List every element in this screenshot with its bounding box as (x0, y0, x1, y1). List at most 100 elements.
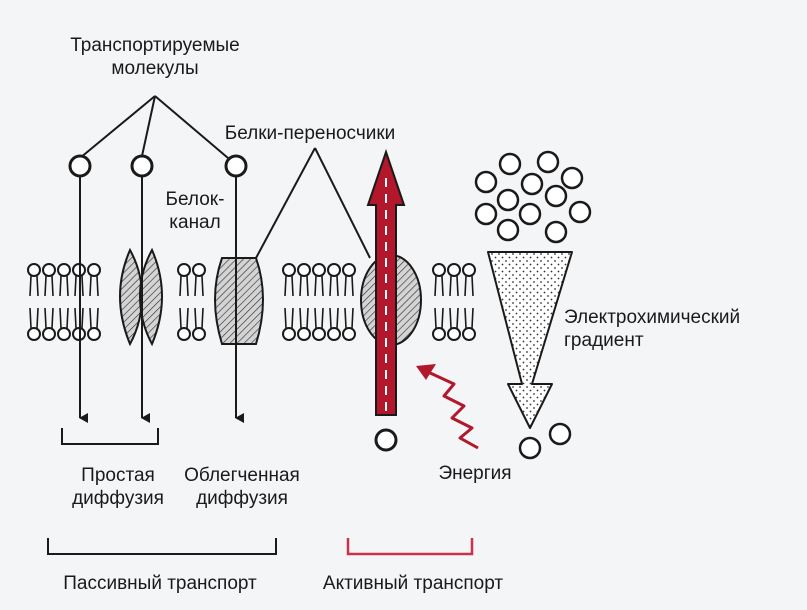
carrier-protein-facilitated (214, 257, 264, 345)
lipid-tail (81, 307, 84, 329)
molecule-pointer-lines (79, 95, 229, 159)
lipid-tail (456, 275, 459, 297)
lipid-head (462, 263, 476, 277)
lipid-head (312, 263, 326, 277)
lipid-tail (434, 307, 437, 329)
lipid-tail (81, 275, 84, 297)
lipid-tail (314, 307, 317, 329)
lipid-tail (336, 275, 339, 297)
lipid-tail (471, 275, 474, 297)
lipid-head (297, 263, 311, 277)
active-transport-bracket (346, 538, 474, 556)
lipid-tail (344, 275, 347, 297)
active-transport-arrow (366, 148, 406, 416)
lipid-head (447, 327, 461, 341)
lipid-tail (51, 307, 54, 329)
passive-transport-bracket (47, 538, 277, 555)
lipid-tail (329, 307, 332, 329)
gradient-funnel (487, 251, 573, 429)
molecule-simple (68, 154, 92, 178)
lipid-tail (321, 275, 324, 297)
lipid-tail (449, 307, 452, 329)
channel-protein-label: Белок- канал (165, 189, 225, 233)
facilitated-diffusion-label: Облегченная диффузия (184, 465, 300, 509)
lipid-tail (186, 307, 189, 329)
lipid-tail (66, 307, 69, 329)
lipid-tail (291, 307, 294, 329)
lipid-head (87, 263, 101, 277)
energy-label: Энергия (438, 463, 512, 484)
lipid-head (192, 327, 206, 341)
lipid-bilayer (27, 263, 476, 341)
lipid-head (57, 327, 71, 341)
lipid-tail (29, 307, 32, 329)
lipid-head (297, 327, 311, 341)
lipid-tail (44, 275, 47, 297)
simple-diffusion-bracket (61, 428, 159, 445)
simple-diffusion-label: Простая диффузия (72, 465, 164, 509)
lipid-head (327, 327, 341, 341)
energy-arrow (416, 364, 479, 450)
transported-molecules-label: Транспортируемые молекулы (70, 35, 240, 79)
lipid-tail (344, 307, 347, 329)
channel-protein (119, 247, 163, 347)
lipid-head (342, 263, 356, 277)
lipid-head (42, 327, 56, 341)
lipid-tail (89, 307, 92, 329)
molecule-cluster (474, 150, 592, 244)
molecule-active-transported (374, 428, 398, 452)
lipid-tail (59, 275, 62, 297)
lipid-head (327, 263, 341, 277)
lipid-tail (471, 307, 474, 329)
lipid-tail (179, 275, 182, 297)
lipid-tail (96, 275, 99, 297)
lipid-head (177, 263, 191, 277)
lipid-tail (194, 275, 197, 297)
lipid-tail (464, 275, 467, 297)
lipid-head (57, 263, 71, 277)
lipid-head (27, 327, 41, 341)
lipid-tail (351, 275, 354, 297)
lipid-tail (59, 307, 62, 329)
lipid-head (282, 263, 296, 277)
lipid-tail (291, 275, 294, 297)
lipid-tail (299, 275, 302, 297)
lipid-tail (96, 307, 99, 329)
lipid-tail (29, 275, 32, 297)
lipid-tail (441, 307, 444, 329)
lipid-head (282, 327, 296, 341)
lipid-tail (89, 275, 92, 297)
lipid-head (87, 327, 101, 341)
active-transport-label: Активный транспорт (322, 573, 504, 594)
molecules-top (68, 154, 248, 178)
lipid-tail (464, 307, 467, 329)
lipid-tail (449, 275, 452, 297)
lipid-tail (306, 275, 309, 297)
lipid-head (447, 263, 461, 277)
lipid-tail (186, 275, 189, 297)
lipid-tail (314, 275, 317, 297)
lipid-head (432, 327, 446, 341)
lipid-tail (51, 275, 54, 297)
lipid-tail (434, 275, 437, 297)
lipid-tail (441, 275, 444, 297)
electrochemical-gradient-label: Электрохимический градиент (564, 307, 741, 351)
lipid-tail (299, 307, 302, 329)
lipid-tail (74, 307, 77, 329)
lipid-tail (284, 307, 287, 329)
molecules-low (518, 422, 572, 460)
lipid-tail (306, 307, 309, 329)
lipid-head (27, 263, 41, 277)
lipid-tail (329, 275, 332, 297)
lipid-head (432, 263, 446, 277)
lipid-tail (179, 307, 182, 329)
molecule-facilitated (224, 154, 248, 178)
lipid-tail (74, 275, 77, 297)
lipid-tail (66, 275, 69, 297)
lipid-tail (201, 275, 204, 297)
lipid-head (42, 263, 56, 277)
lipid-tail (351, 307, 354, 329)
carrier-pointer-lines (255, 147, 371, 259)
lipid-tail (36, 275, 39, 297)
